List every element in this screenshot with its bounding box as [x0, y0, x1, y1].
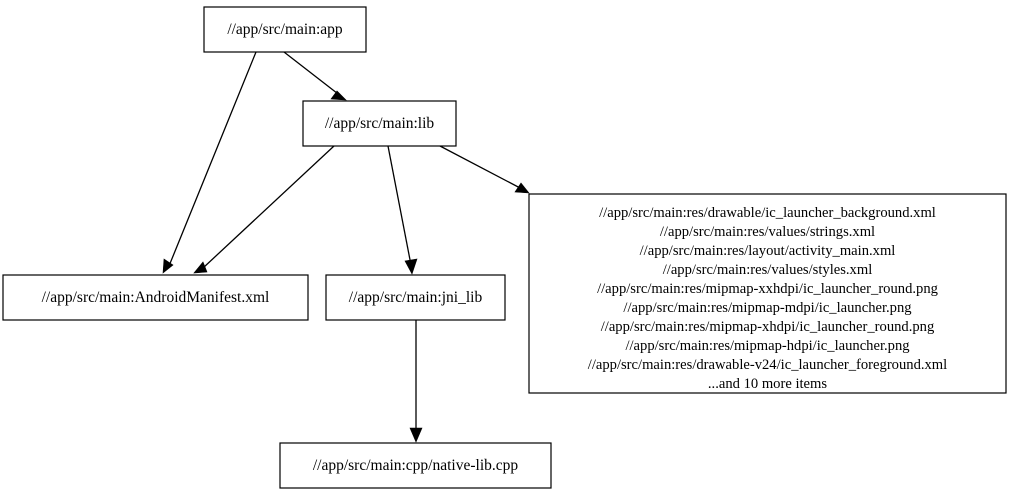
arrowhead-app-to-lib [330, 90, 347, 101]
node-box-android-manifest[interactable] [2, 274, 309, 321]
node-label-app: //app/src/main:app [227, 21, 343, 38]
edge-app-to-manifest [162, 51, 257, 274]
arrowhead-app-to-manifest [162, 258, 174, 274]
edge-line-app-to-lib [283, 51, 343, 98]
node-label-res-line-6: //app/src/main:res/mipmap-xhdpi/ic_launc… [601, 319, 935, 335]
node-label-res-line-2: //app/src/main:res/layout/activity_main.… [640, 243, 896, 259]
arrowhead-jni-lib-to-native-lib [409, 427, 423, 443]
node-label-res-line-4: //app/src/main:res/mipmap-xxhdpi/ic_laun… [597, 281, 939, 297]
edge-lib-to-manifest [193, 145, 335, 274]
node-label-res-line-9: ...and 10 more items [708, 376, 827, 392]
node-box-native-lib-cpp[interactable] [279, 442, 552, 489]
graph-nodes: //app/src/main:app //app/src/main:lib //… [2, 6, 1007, 489]
edge-line-lib-to-manifest [202, 145, 335, 269]
node-label-res-line-5: //app/src/main:res/mipmap-mdpi/ic_launch… [623, 300, 912, 316]
node-label-res-line-0: //app/src/main:res/drawable/ic_launcher_… [599, 205, 936, 221]
edge-app-to-lib [283, 51, 347, 101]
node-label-lib: //app/src/main:lib [325, 115, 435, 132]
node-label-jni-lib: //app/src/main:jni_lib [349, 289, 483, 306]
node-label-res-line-1: //app/src/main:res/values/strings.xml [660, 224, 875, 240]
node-app[interactable]: //app/src/main:app [203, 6, 367, 53]
node-box-app[interactable] [203, 6, 367, 53]
node-jni-lib[interactable]: //app/src/main:jni_lib [325, 274, 506, 321]
edge-jni-lib-to-native-lib [409, 320, 423, 443]
edge-lib-to-res [439, 145, 530, 194]
node-label-res-line-8: //app/src/main:res/drawable-v24/ic_launc… [588, 357, 947, 373]
node-native-lib-cpp[interactable]: //app/src/main:cpp/native-lib.cpp [279, 442, 552, 489]
graph-edges [162, 51, 530, 443]
edge-line-lib-to-res [439, 145, 523, 190]
node-android-manifest[interactable]: //app/src/main:AndroidManifest.xml [2, 274, 309, 321]
edge-lib-to-jni-lib [387, 145, 418, 275]
node-box-res-group[interactable] [528, 193, 1007, 394]
node-res-group[interactable]: //app/src/main:res/drawable/ic_launcher_… [528, 193, 1007, 394]
node-label-android-manifest: //app/src/main:AndroidManifest.xml [42, 289, 270, 306]
node-box-lib[interactable] [302, 100, 457, 147]
arrowhead-lib-to-manifest [193, 261, 208, 274]
arrowhead-lib-to-jni-lib [404, 258, 418, 275]
arrowhead-lib-to-res [514, 182, 530, 194]
node-label-res-line-3: //app/src/main:res/values/styles.xml [663, 262, 873, 278]
node-lib[interactable]: //app/src/main:lib [302, 100, 457, 147]
node-box-jni-lib[interactable] [325, 274, 506, 321]
node-label-native-lib-cpp: //app/src/main:cpp/native-lib.cpp [313, 457, 519, 474]
edge-line-app-to-manifest [168, 51, 257, 267]
node-label-res-line-7: //app/src/main:res/mipmap-hdpi/ic_launch… [625, 338, 910, 354]
edge-line-lib-to-jni-lib [387, 145, 412, 266]
